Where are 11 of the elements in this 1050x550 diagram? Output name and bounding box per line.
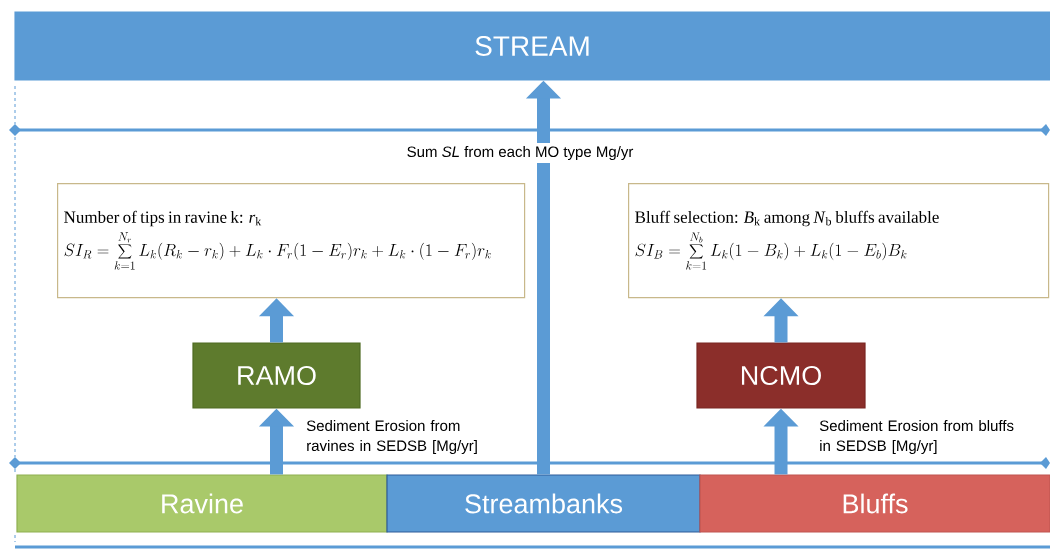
formula-box: Number of tips in ravine k: r$_{k}$ $SI_R = \sum_{k=1}^{N_r} L_k(R_k - r_k) + L_k \cdot F_r(1-E_r)r_k + L_k \cdot (1-F_r)r_k$: [57, 183, 526, 299]
edge-label: Sediment Erosion from ravines in SEDSB [Mg/yr]: [306, 420, 477, 454]
process-box: NCMO: [696, 342, 866, 409]
category-bar: Bluffs: [699, 474, 1050, 533]
process-box: RAMO: [192, 342, 361, 409]
category-bar: Streambanks: [386, 474, 701, 533]
formula-box: Bluff selection: B$_{k}$ among N$_{b}$ bluffs available $SI_B = \sum_{k=1}^{N_b} L_k(1-B_k) + L_k(1-E_b)B_k$: [628, 183, 1050, 299]
edge-label: Sediment Erosion from bluffs in SEDSB [Mg/yr]: [819, 420, 1014, 454]
stream-bar: STREAM: [14, 11, 1050, 81]
category-bar: Ravine: [16, 474, 388, 533]
edge-label: Sum SL from each MO type Mg/yr: [403, 143, 637, 163]
